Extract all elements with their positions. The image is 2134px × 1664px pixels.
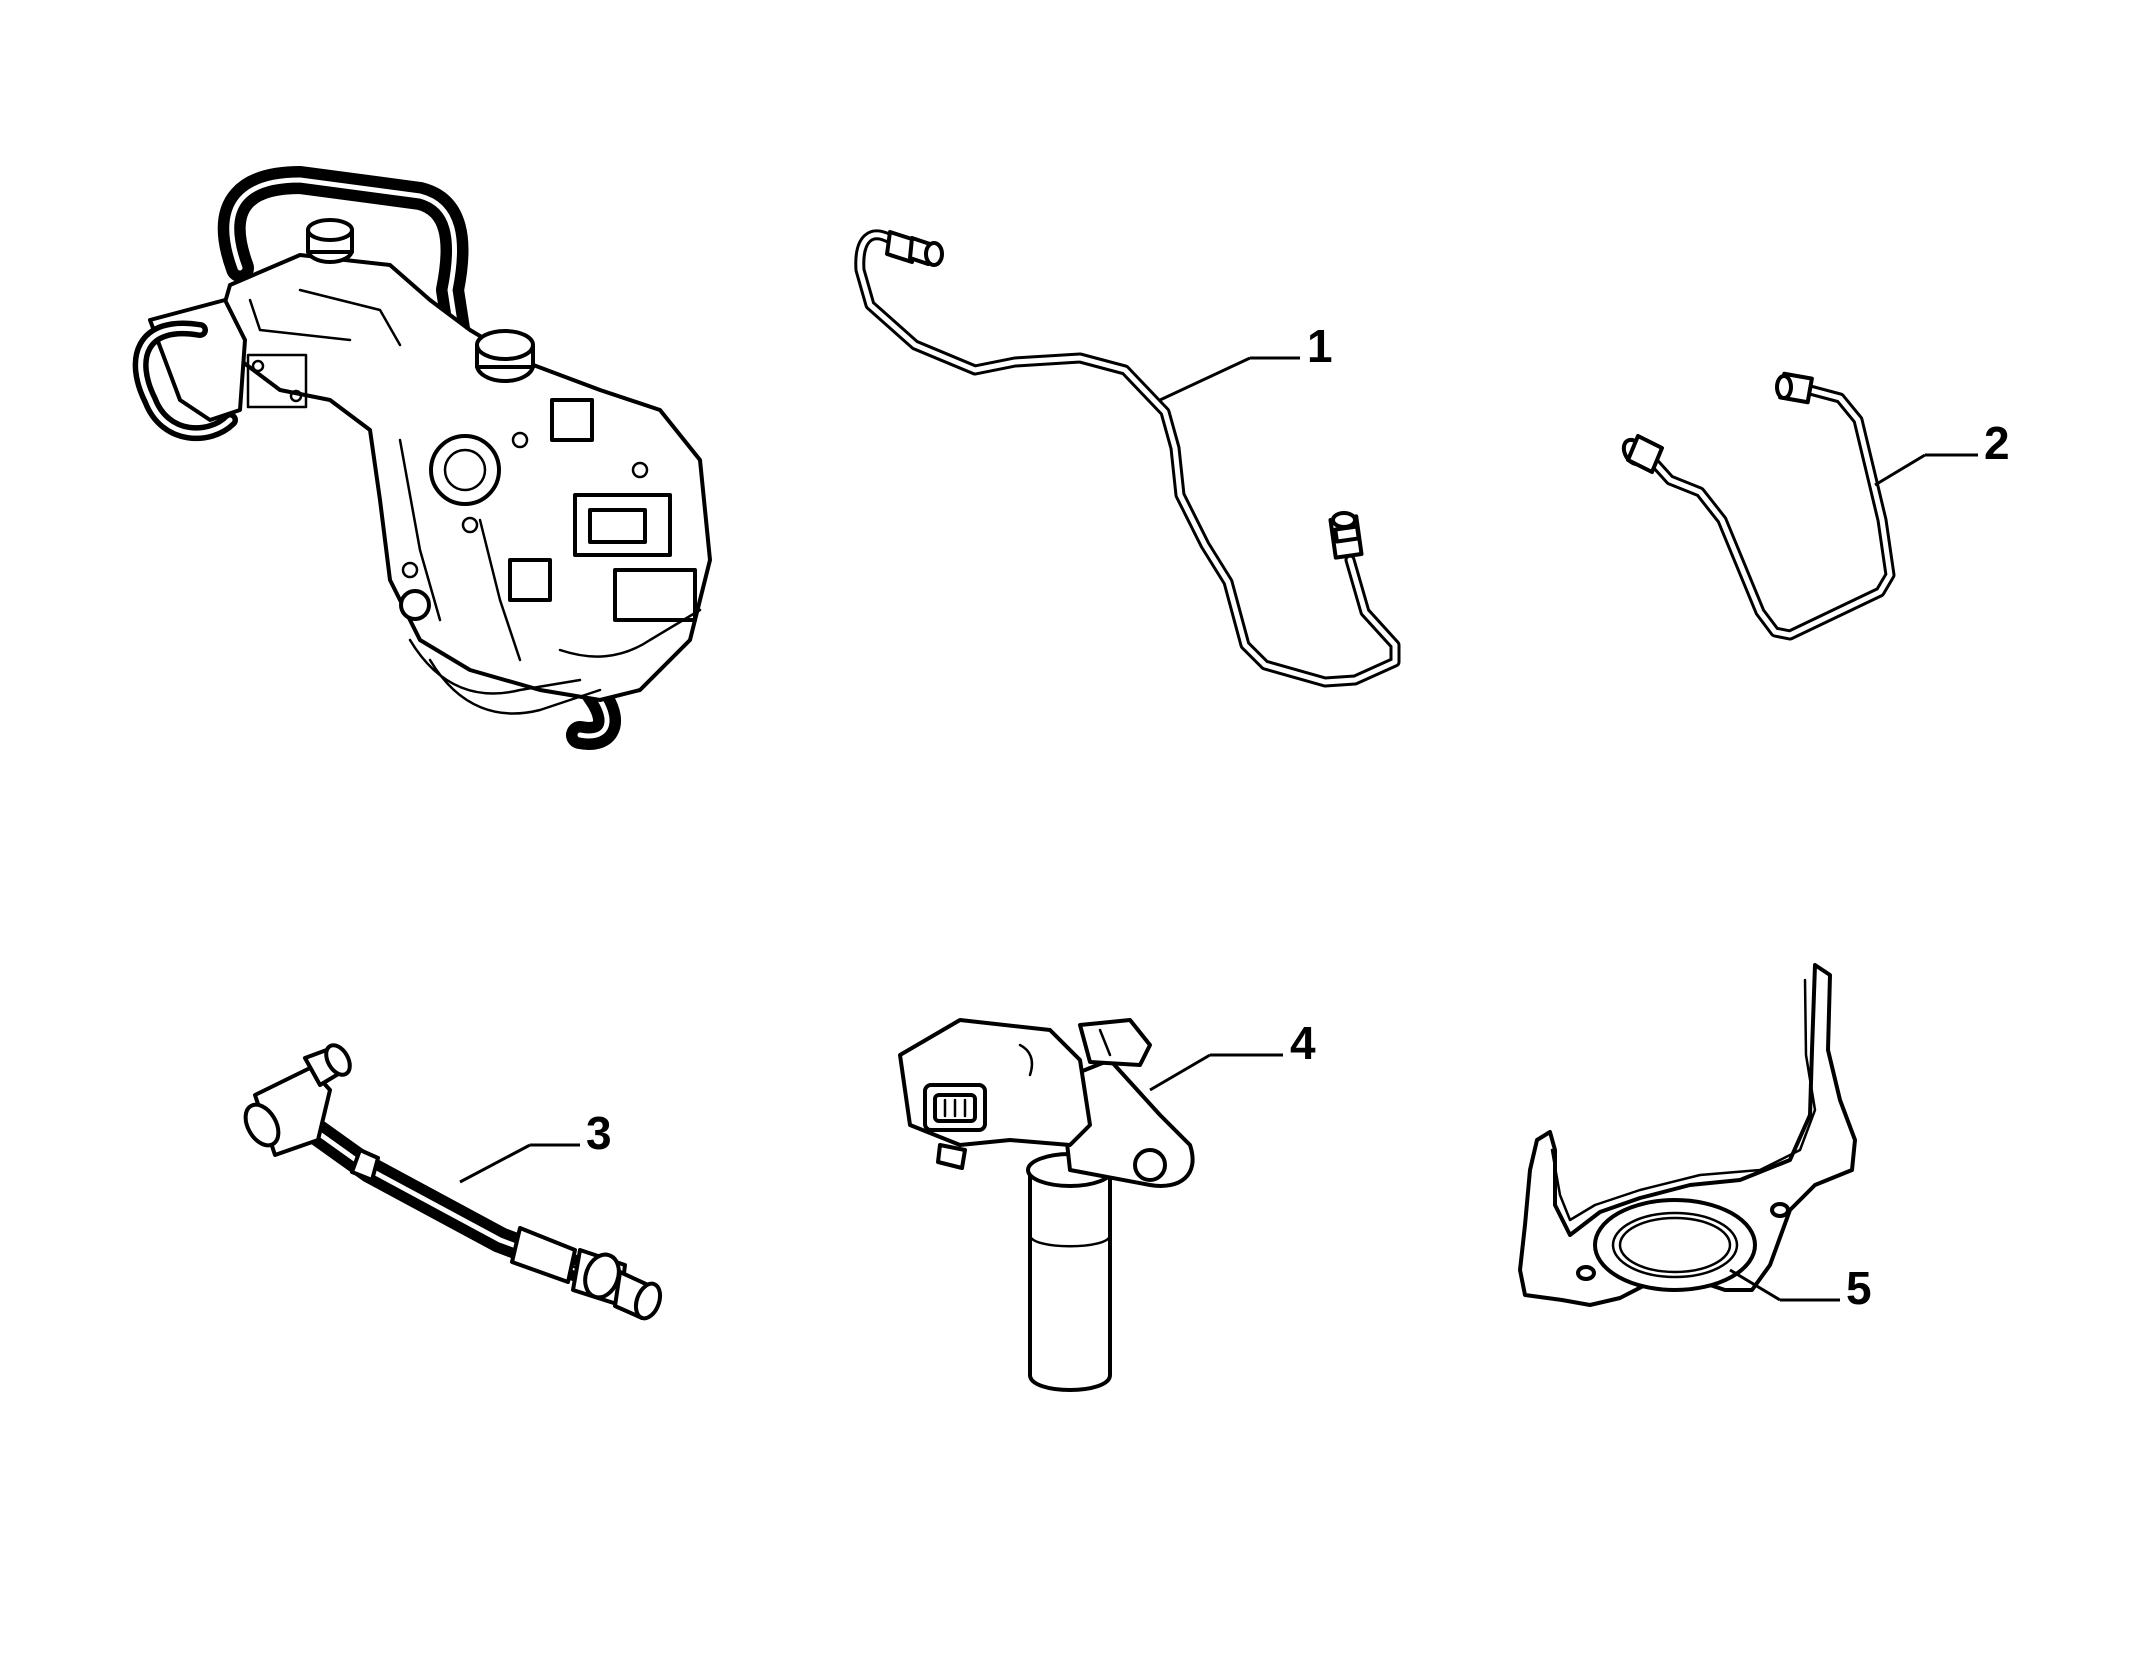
bracket-5-leader <box>1729 1268 1781 1302</box>
pump-assembly <box>132 166 712 750</box>
part-number-4: 4 <box>1290 1017 1316 1069</box>
pipe-1-leader <box>1159 356 1251 402</box>
part-number-5: 5 <box>1846 1262 1872 1314</box>
pipe-3-leader <box>459 1143 531 1184</box>
sensor-4 <box>898 1018 1195 1392</box>
part-number-2: 2 <box>1984 417 2010 469</box>
part-number-1: 1 <box>1307 320 1333 372</box>
part-number-3: 3 <box>586 1107 612 1159</box>
bracket-5 <box>1518 963 1857 1307</box>
pipe-2 <box>1621 371 1896 641</box>
sensor-4-leader <box>1149 1053 1211 1092</box>
pipe-1 <box>854 229 1401 688</box>
pipe-3 <box>243 1043 663 1321</box>
pipe-2-leader <box>1874 453 1926 487</box>
